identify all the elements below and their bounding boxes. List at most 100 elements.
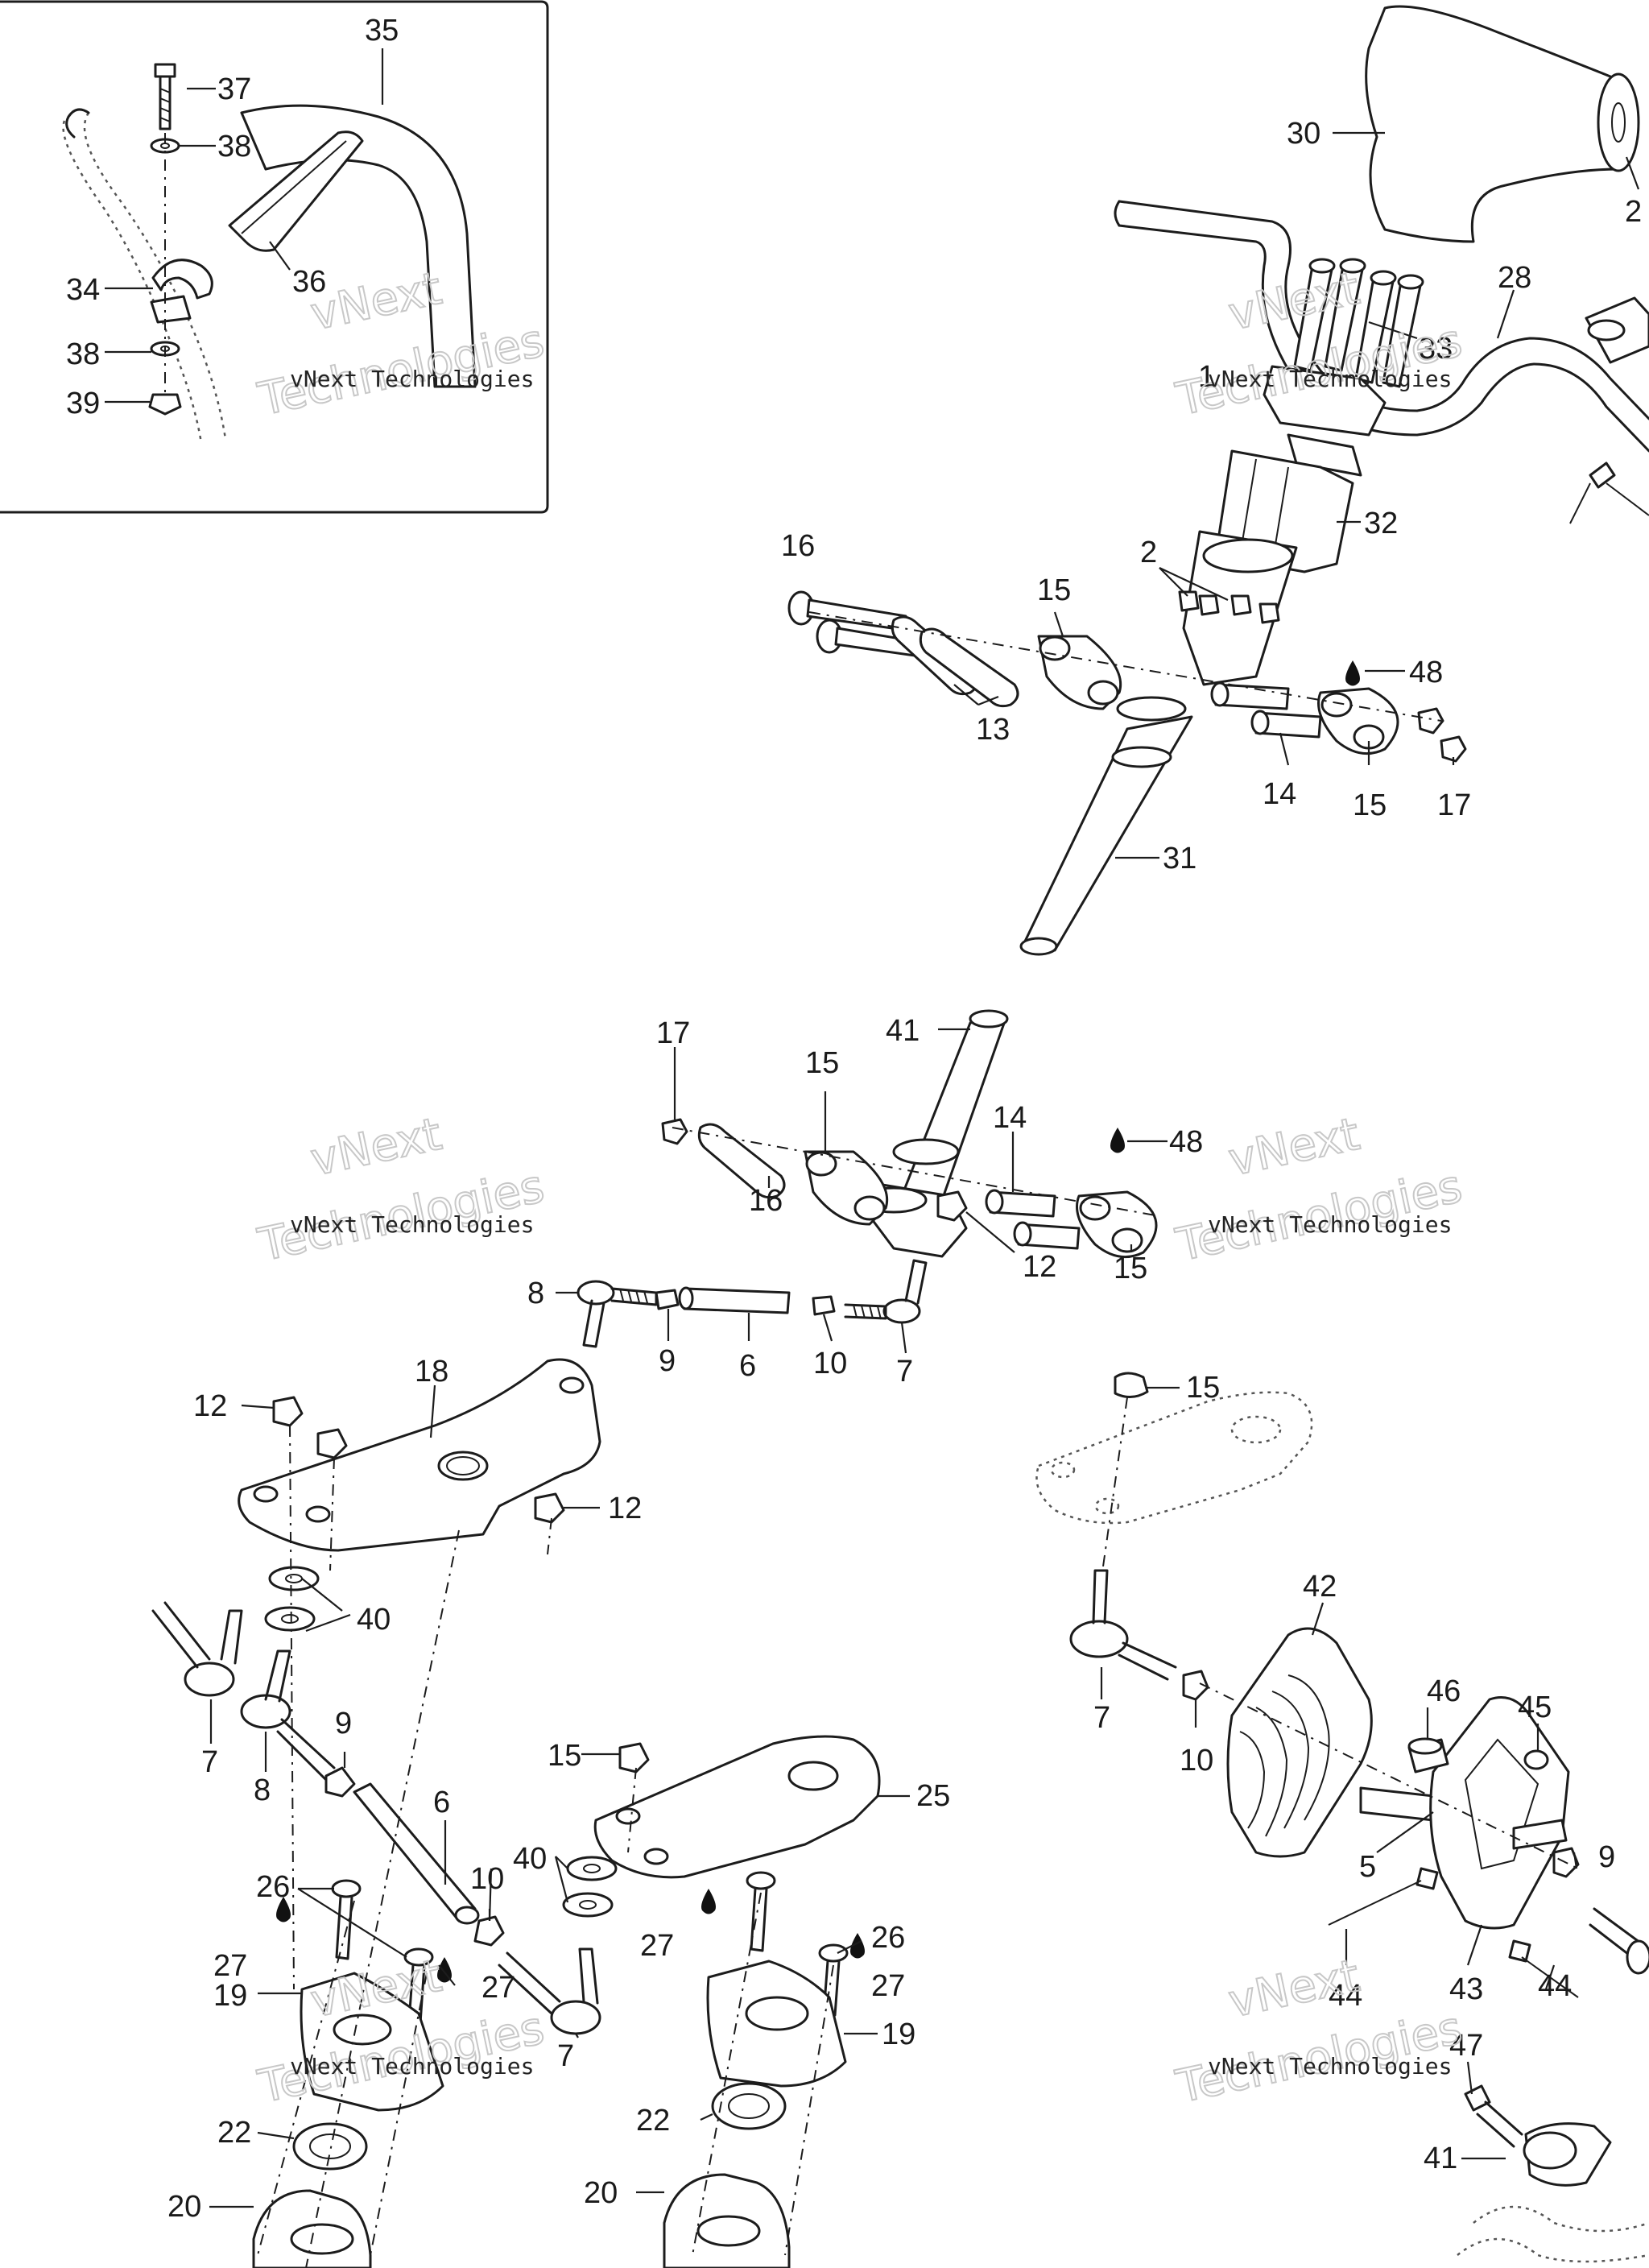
callout-6: 6 bbox=[739, 1349, 756, 1383]
callout-7: 7 bbox=[557, 2039, 574, 2073]
callout-31: 31 bbox=[1163, 842, 1196, 875]
callout-1: 1 bbox=[1198, 360, 1215, 394]
callout-25: 25 bbox=[916, 1779, 950, 1813]
callout-26: 26 bbox=[256, 1870, 290, 1904]
callout-13: 13 bbox=[976, 713, 1010, 747]
callout-43: 43 bbox=[1449, 1972, 1483, 2006]
callout-15: 15 bbox=[805, 1046, 839, 1080]
callout-20: 20 bbox=[584, 2176, 618, 2210]
svg-text:vNext Technologies: vNext Technologies bbox=[1208, 1211, 1452, 1238]
callout-42: 42 bbox=[1303, 1570, 1337, 1604]
callout-9: 9 bbox=[335, 1707, 352, 1740]
callout-27: 27 bbox=[213, 1949, 247, 1983]
callout-44: 44 bbox=[1329, 1979, 1362, 2013]
callout-22: 22 bbox=[636, 2104, 670, 2138]
callout-38: 38 bbox=[217, 130, 251, 163]
upper-steering-assembly bbox=[787, 5, 1649, 956]
callout-14: 14 bbox=[1263, 777, 1296, 811]
callout-6: 6 bbox=[433, 1786, 450, 1819]
callout-26: 26 bbox=[871, 1921, 905, 1955]
svg-text:vNext: vNext bbox=[306, 263, 446, 341]
callout-17: 17 bbox=[656, 1016, 690, 1050]
svg-text:vNext Technologies: vNext Technologies bbox=[290, 2053, 534, 2080]
callout-16: 16 bbox=[781, 529, 815, 563]
callout-10: 10 bbox=[470, 1862, 504, 1896]
callout-10: 10 bbox=[813, 1347, 847, 1380]
svg-text:vNext: vNext bbox=[1224, 1108, 1364, 1187]
callout-15: 15 bbox=[1353, 788, 1387, 822]
left-lower-assembly bbox=[151, 1358, 601, 2268]
callout-12: 12 bbox=[1023, 1250, 1056, 1284]
lubricant-symbols bbox=[276, 660, 1360, 1983]
callout-19: 19 bbox=[882, 2018, 915, 2051]
callout-33: 33 bbox=[1419, 332, 1453, 366]
callout-41: 41 bbox=[886, 1014, 920, 1048]
callout-40: 40 bbox=[513, 1842, 547, 1876]
callout-27: 27 bbox=[640, 1929, 674, 1963]
callout-46: 46 bbox=[1427, 1674, 1461, 1708]
callout-8: 8 bbox=[527, 1277, 544, 1310]
inset-detail-box bbox=[0, 0, 549, 514]
watermark-4: vNext Technologies vNext Technologies bbox=[1171, 1107, 1467, 1273]
callout-45: 45 bbox=[1518, 1691, 1552, 1724]
callout-7: 7 bbox=[896, 1355, 913, 1389]
watermark-1: vNext Technologies vNext Technologies bbox=[253, 262, 549, 428]
callout-12: 12 bbox=[193, 1389, 227, 1423]
callout-35: 35 bbox=[365, 14, 399, 48]
callout-18: 18 bbox=[415, 1355, 448, 1389]
callout-15: 15 bbox=[1114, 1252, 1147, 1285]
watermark-3: vNext Technologies vNext Technologies bbox=[253, 1107, 549, 1273]
callout-10: 10 bbox=[1180, 1744, 1213, 1778]
callout-14: 14 bbox=[993, 1101, 1027, 1135]
callout-37: 37 bbox=[217, 72, 251, 106]
svg-text:vNext Technologies: vNext Technologies bbox=[290, 1211, 534, 1238]
callout-27: 27 bbox=[481, 1971, 515, 2005]
callout-36: 36 bbox=[292, 265, 326, 299]
bolt-group-33 bbox=[1293, 258, 1424, 388]
callout-7: 7 bbox=[1093, 1701, 1110, 1735]
oil-drop-icon bbox=[701, 1889, 716, 1914]
right-lower-assembly bbox=[1035, 1372, 1649, 2263]
callout-2: 2 bbox=[1140, 536, 1157, 569]
callout-28: 28 bbox=[1498, 261, 1531, 295]
callout-2: 2 bbox=[1625, 195, 1642, 229]
callout-12: 12 bbox=[608, 1492, 642, 1525]
middle-link-assembly bbox=[577, 1009, 1160, 1348]
oil-drop-icon bbox=[850, 1933, 865, 1959]
callout-39: 39 bbox=[66, 387, 100, 420]
callout-38: 38 bbox=[66, 337, 100, 371]
callout-20: 20 bbox=[167, 2190, 201, 2224]
callout-34: 34 bbox=[66, 273, 100, 307]
callout-16: 16 bbox=[749, 1184, 783, 1218]
callout-41: 41 bbox=[1424, 2142, 1457, 2175]
callout-8: 8 bbox=[254, 1773, 271, 1807]
svg-text:vNext Technologies: vNext Technologies bbox=[290, 366, 534, 392]
callout-labels: 35 37 38 36 34 38 39 30 2 28 33 1 32 2 1… bbox=[66, 14, 1642, 2224]
svg-text:vNext: vNext bbox=[1224, 1950, 1364, 2029]
callout-17: 17 bbox=[1437, 788, 1471, 822]
callout-15: 15 bbox=[1186, 1371, 1220, 1405]
callout-22: 22 bbox=[217, 2116, 251, 2150]
callout-48: 48 bbox=[1169, 1125, 1203, 1159]
svg-text:vNext: vNext bbox=[306, 1108, 446, 1187]
callout-5: 5 bbox=[1359, 1850, 1376, 1884]
callout-32: 32 bbox=[1364, 507, 1398, 540]
callout-9: 9 bbox=[659, 1344, 676, 1378]
callout-44: 44 bbox=[1538, 1969, 1572, 2003]
callout-7: 7 bbox=[201, 1745, 218, 1779]
oil-drop-icon bbox=[1345, 660, 1360, 686]
watermark-6: vNext Technologies vNext Technologies bbox=[1171, 1949, 1467, 2115]
callout-48: 48 bbox=[1409, 656, 1443, 689]
oil-drop-icon bbox=[276, 1897, 291, 1922]
callout-30: 30 bbox=[1287, 117, 1320, 151]
svg-text:vNext Technologies: vNext Technologies bbox=[1208, 366, 1452, 392]
callout-27: 27 bbox=[871, 1969, 905, 2003]
leader-lines bbox=[209, 131, 1640, 2208]
callout-40: 40 bbox=[357, 1603, 391, 1637]
callout-19: 19 bbox=[213, 1979, 247, 2013]
svg-text:vNext Technologies: vNext Technologies bbox=[1208, 2053, 1452, 2080]
oil-drop-icon bbox=[1110, 1128, 1125, 1153]
callout-9: 9 bbox=[1598, 1840, 1615, 1874]
callout-47: 47 bbox=[1449, 2029, 1483, 2063]
